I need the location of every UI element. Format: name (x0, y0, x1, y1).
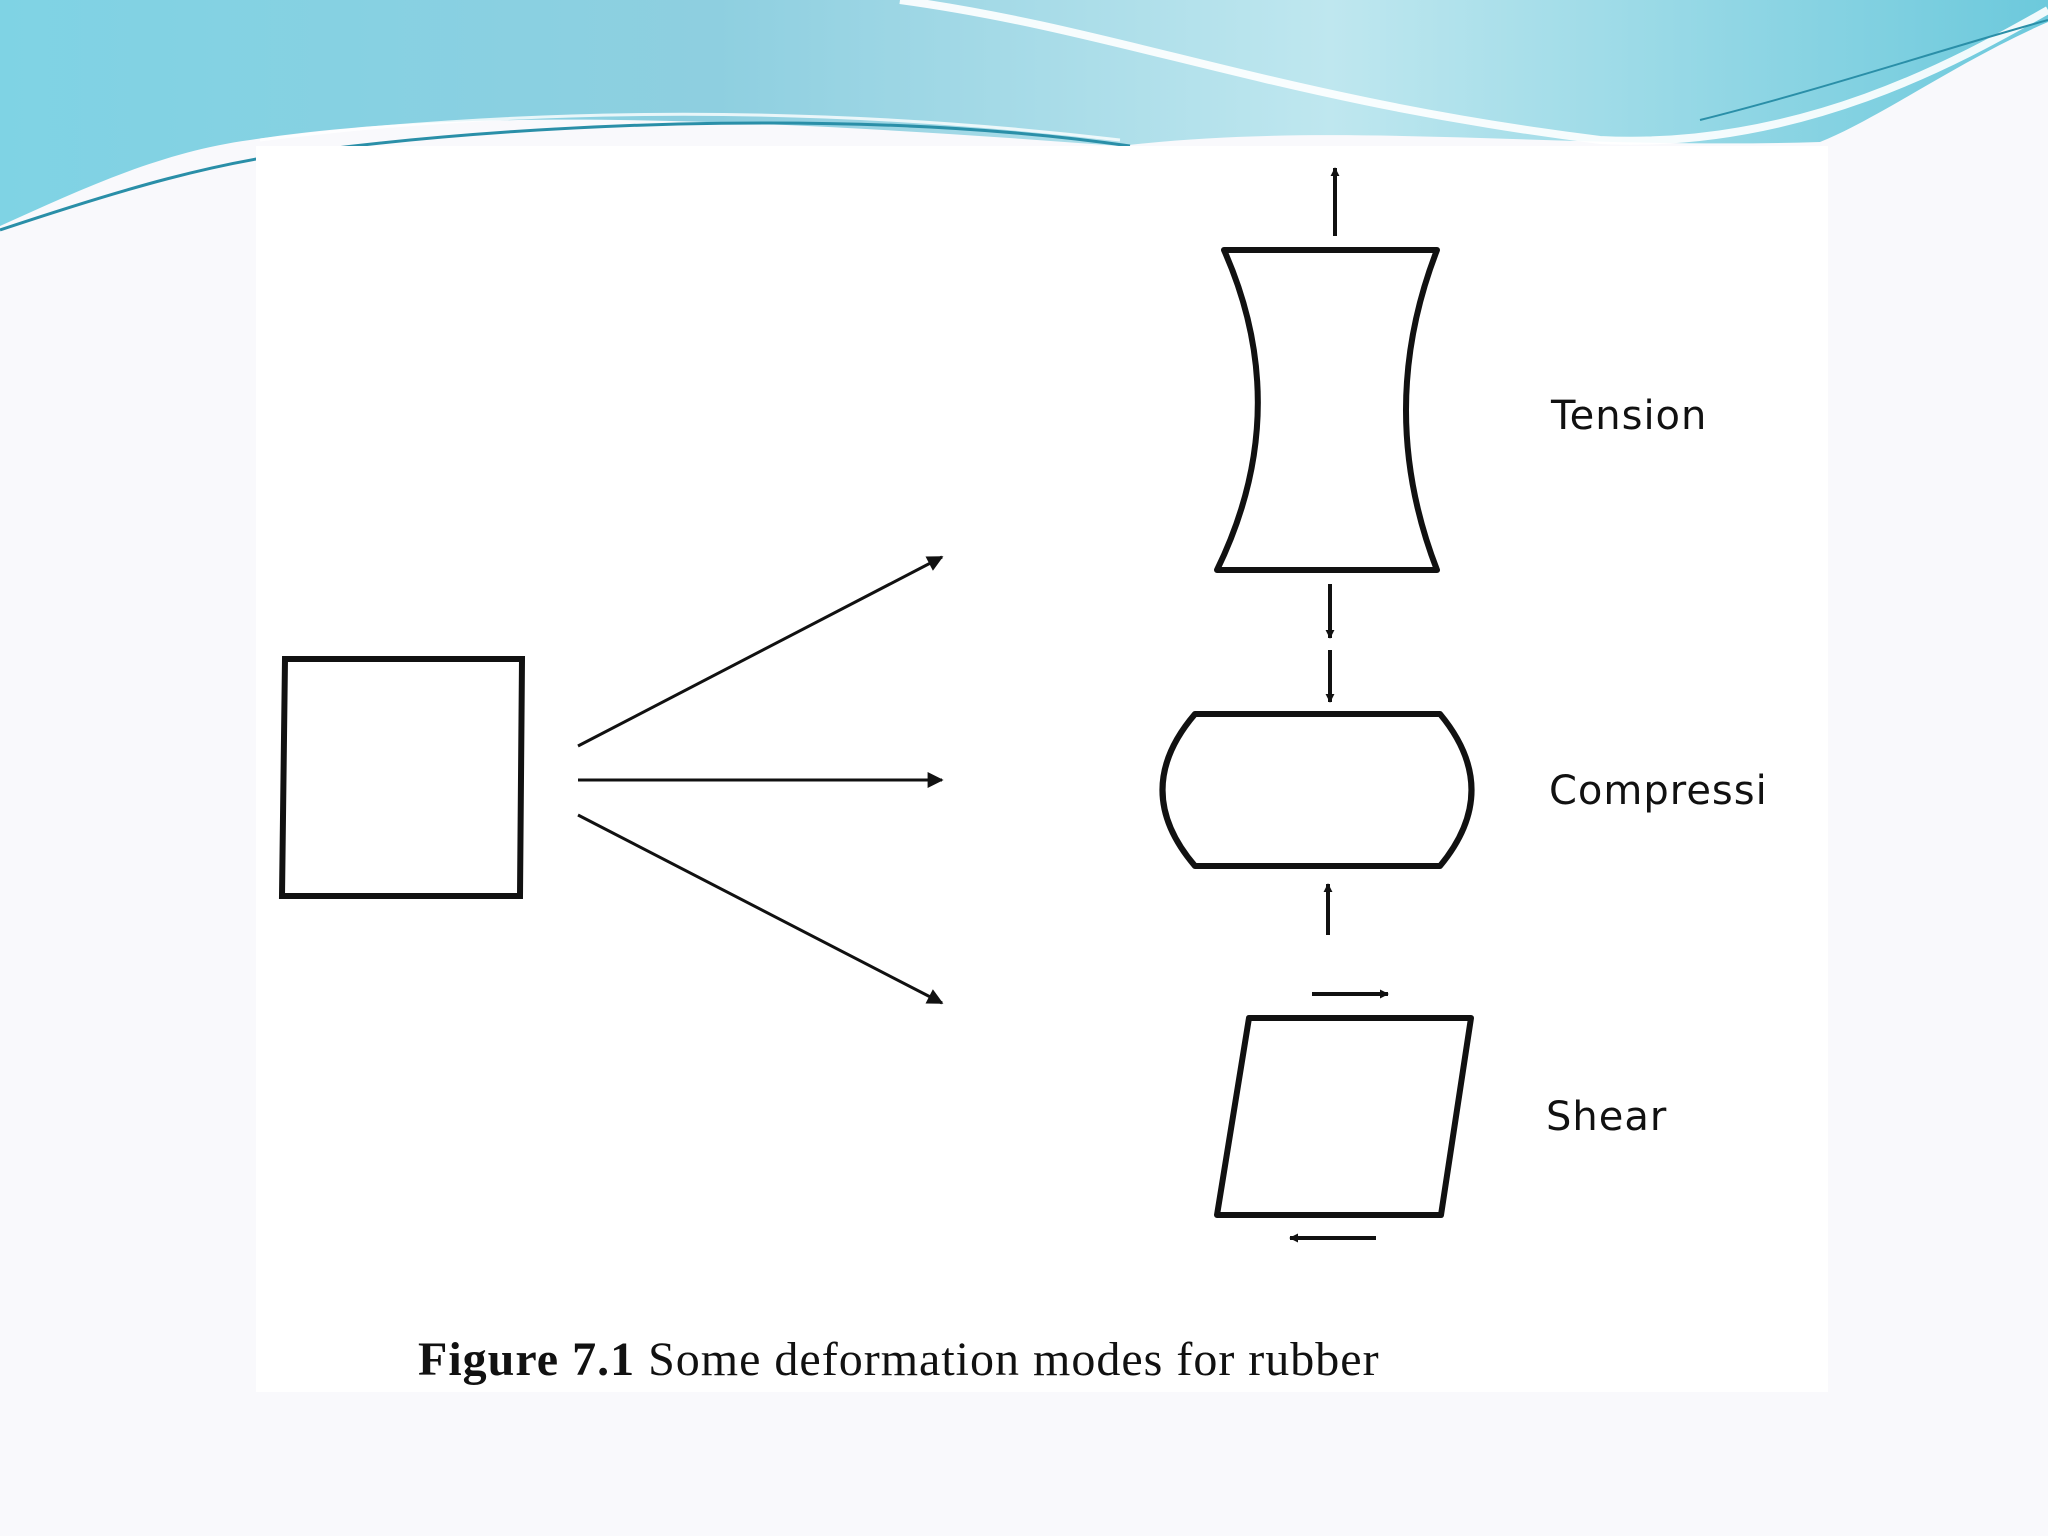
compression-specimen (1159, 711, 1475, 869)
caption-text: Some deformation modes for rubber (648, 1333, 1380, 1386)
figure-panel (256, 146, 1828, 1392)
figure-number: Figure 7.1 (418, 1333, 636, 1386)
arrow-to-tension (577, 555, 944, 748)
figure-caption: Figure 7.1 Some deformation modes for ru… (418, 1332, 1380, 1387)
original-block (278, 656, 526, 899)
arrow-to-shear (577, 813, 944, 1005)
shear-label: Shear (1546, 1094, 1668, 1140)
tension-label: Tension (1551, 393, 1708, 439)
shear-specimen (1214, 1015, 1474, 1218)
tension-specimen (1214, 247, 1440, 573)
compression-label: Compressi (1549, 768, 1768, 814)
slide-header-wave (0, 0, 2048, 232)
